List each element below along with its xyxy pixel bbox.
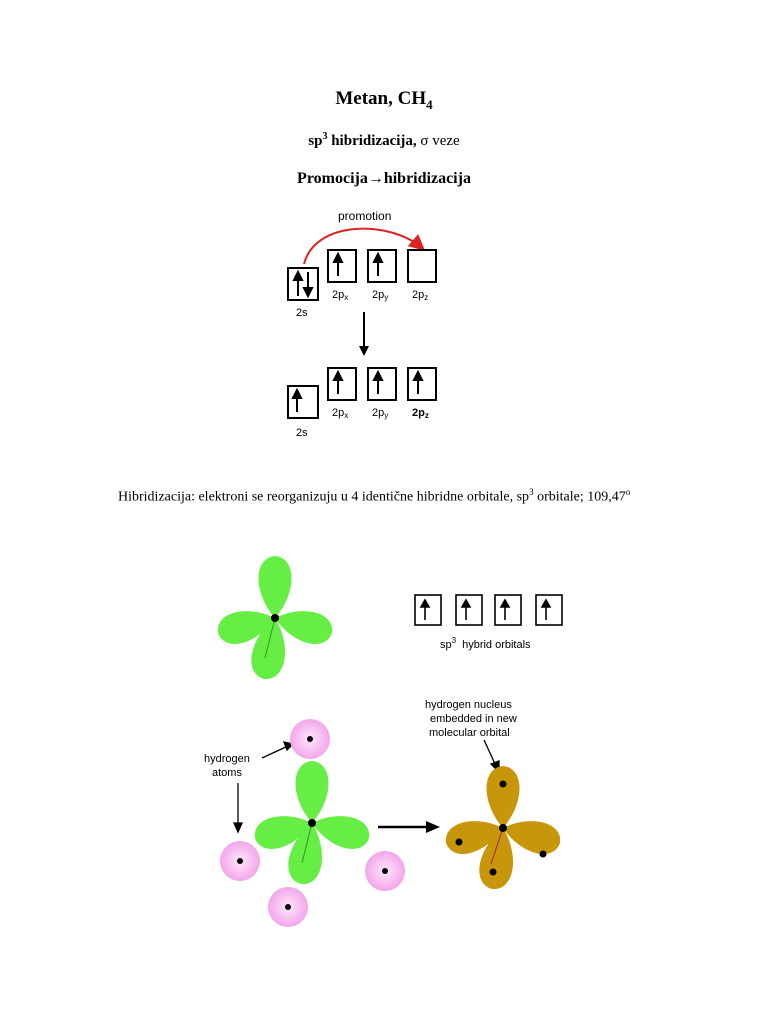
sp3-orbital-shape — [214, 556, 336, 682]
label-2s-top: 2s — [296, 307, 308, 319]
bottom-orbital-row — [287, 367, 437, 419]
promotion-arrow — [303, 227, 426, 265]
atoms-label: atoms — [212, 767, 242, 779]
section-heading: Promocija→hibridizacija — [297, 170, 471, 187]
down-arrow — [359, 312, 369, 356]
nucleus-pointer-arrow — [483, 739, 500, 774]
hydrogen-atoms — [220, 719, 405, 927]
top-electrons — [292, 251, 384, 299]
page-title: Metan, CH4 — [335, 88, 433, 112]
orbital-box-2s — [287, 267, 319, 301]
carbon-sp3-orbital — [251, 761, 373, 887]
label-2px-top: 2px — [332, 289, 348, 302]
sp3-orbital-boxes — [414, 594, 563, 626]
orbital-box-2py-bottom — [367, 367, 397, 401]
orbital-box-2px-bottom — [327, 367, 357, 401]
orbital-box-2s-bottom — [287, 385, 319, 419]
orbital-box-2pz-bottom — [407, 367, 437, 401]
nucleus-label-line3: molecular orbital — [429, 727, 510, 739]
orbital-box-2pz — [407, 249, 437, 283]
label-2pz-bottom: 2pz — [412, 407, 429, 420]
nucleus-label-line2: embedded in new — [430, 713, 517, 725]
orbital-box-2py — [367, 249, 397, 283]
promotion-label: promotion — [338, 209, 391, 223]
orbital-box-2px — [327, 249, 357, 283]
subtitle: sp3 hibridizacija, σ veze — [308, 131, 460, 149]
label-2px-bottom: 2px — [332, 407, 348, 420]
label-2py-top: 2py — [372, 289, 388, 302]
reaction-arrow — [378, 821, 440, 833]
top-orbital-row — [287, 249, 437, 301]
hydrogen-label: hydrogen — [204, 753, 250, 765]
bottom-electrons — [291, 369, 424, 412]
hybridization-paragraph: Hibridizacija: elektroni se reorganizuju… — [118, 487, 631, 505]
promotion-diagram: promotion 2s 2px 2py 2pz 2s 2px 2py 2pz — [287, 209, 437, 439]
label-2py-bottom: 2py — [372, 407, 388, 420]
label-2pz-top: 2pz — [412, 289, 428, 302]
label-2s-bottom: 2s — [296, 427, 308, 439]
nucleus-label-line1: hydrogen nucleus — [425, 699, 512, 711]
methane-molecular-orbital — [442, 766, 564, 892]
sp3-electrons — [419, 598, 552, 620]
